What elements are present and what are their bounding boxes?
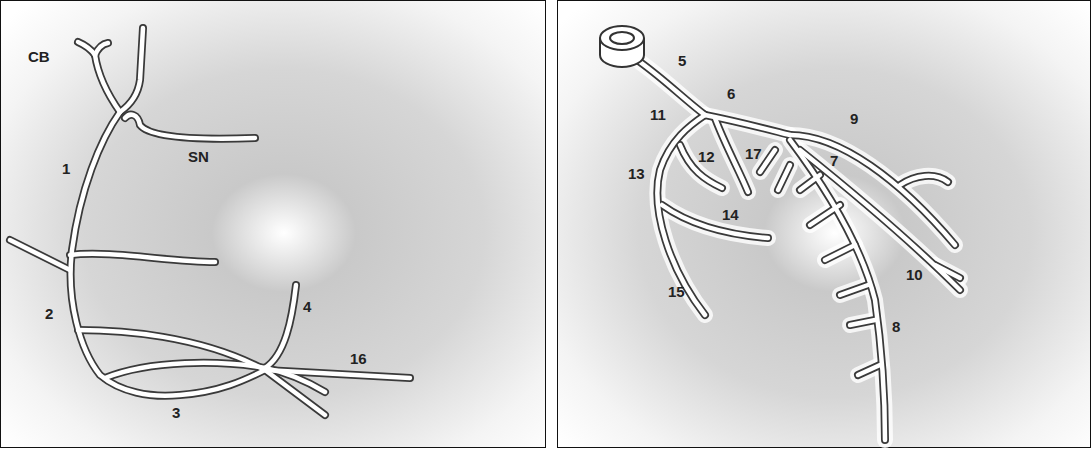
vessel-glow bbox=[640, 62, 705, 115]
vessel-glow bbox=[662, 205, 768, 238]
callout-number: 3 bbox=[172, 404, 180, 421]
vessel-outline bbox=[265, 285, 296, 368]
vessel bbox=[825, 245, 855, 260]
vessel bbox=[760, 150, 775, 172]
vessel bbox=[790, 140, 885, 440]
vessel-outline bbox=[78, 42, 95, 55]
vessel-outline bbox=[790, 140, 885, 440]
vessel-glow bbox=[790, 135, 955, 245]
vessel bbox=[265, 285, 296, 368]
vessel-glow bbox=[680, 145, 722, 188]
callout-number: 6 bbox=[727, 85, 735, 102]
vessel-outline bbox=[825, 245, 855, 260]
vessel-outline bbox=[125, 115, 255, 139]
vessel bbox=[70, 254, 215, 262]
vessel bbox=[935, 265, 960, 278]
vessel bbox=[715, 118, 748, 192]
vessel-outline bbox=[810, 205, 840, 225]
vessel-label: CB bbox=[28, 48, 50, 65]
vessel bbox=[10, 240, 70, 270]
vessel bbox=[662, 205, 768, 238]
vessel-glow bbox=[760, 150, 775, 172]
callout-number: 10 bbox=[906, 266, 923, 283]
vessel-glow bbox=[840, 285, 868, 295]
callout-number: 9 bbox=[850, 110, 858, 127]
vessel bbox=[778, 165, 790, 190]
callout-number: 5 bbox=[678, 52, 686, 69]
callout-number: 11 bbox=[650, 106, 666, 123]
callout-number: 12 bbox=[698, 148, 715, 165]
vessel bbox=[95, 43, 108, 55]
callout-number: 16 bbox=[350, 350, 367, 367]
vessel-outline bbox=[95, 43, 108, 55]
vessel bbox=[680, 145, 722, 188]
vessel-outline bbox=[95, 55, 120, 112]
vessel bbox=[790, 135, 955, 245]
vessel-outline bbox=[840, 285, 868, 295]
vessel-outline bbox=[680, 145, 722, 188]
callout-number: 8 bbox=[892, 318, 900, 335]
vessel-outline bbox=[900, 176, 948, 185]
vessel bbox=[840, 285, 868, 295]
callout-number: 1 bbox=[62, 160, 70, 177]
vessel bbox=[78, 42, 95, 55]
vessel-outline bbox=[760, 150, 775, 172]
vessel-glow bbox=[850, 320, 875, 325]
vessel bbox=[858, 365, 880, 375]
vessel-outline bbox=[858, 365, 880, 375]
vessel-outline bbox=[70, 254, 215, 262]
callout-number: 13 bbox=[628, 165, 645, 182]
callout-number: 7 bbox=[830, 152, 838, 169]
callout-number: 17 bbox=[745, 145, 762, 162]
vessel-outline bbox=[10, 240, 70, 270]
vessel-outline bbox=[850, 320, 875, 325]
vessel-label: SN bbox=[188, 148, 209, 165]
vessel bbox=[640, 62, 705, 115]
callout-number: 15 bbox=[668, 283, 685, 300]
aortic-ring bbox=[600, 26, 644, 67]
vessel bbox=[800, 150, 960, 290]
vessel bbox=[105, 363, 325, 392]
vessel-glow bbox=[778, 165, 790, 190]
vessel bbox=[810, 205, 840, 225]
vessel bbox=[900, 176, 948, 185]
vessel-outline bbox=[640, 62, 705, 115]
vessel-outline bbox=[120, 28, 143, 112]
vessel-glow bbox=[900, 176, 948, 185]
vessel-outline bbox=[800, 175, 820, 190]
vessel bbox=[800, 175, 820, 190]
vessel bbox=[850, 320, 875, 325]
vessel-outline bbox=[715, 118, 748, 192]
vessel-outline bbox=[662, 205, 768, 238]
vessel-outline bbox=[778, 165, 790, 190]
vessel bbox=[95, 55, 120, 112]
callout-number: 4 bbox=[303, 298, 311, 315]
vessel bbox=[125, 115, 255, 139]
callout-number: 14 bbox=[722, 206, 739, 223]
vessel-outline bbox=[790, 135, 955, 245]
vessel bbox=[120, 28, 143, 112]
callout-number: 2 bbox=[45, 305, 53, 322]
